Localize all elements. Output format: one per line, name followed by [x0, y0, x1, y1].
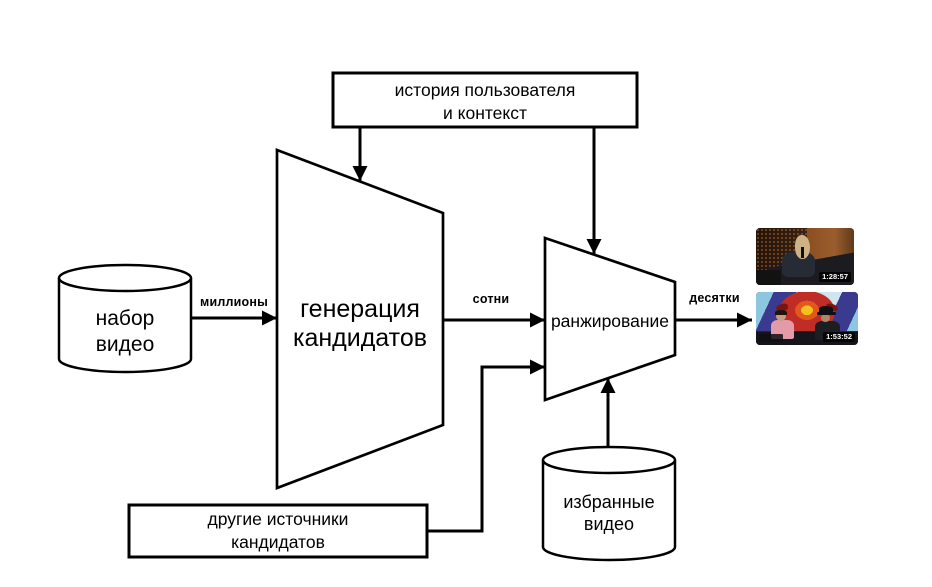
hundreds-edge-label: сотни: [472, 292, 510, 306]
thumbnail-2-hat: [819, 305, 834, 313]
ranking-trapezoid: [543, 236, 677, 402]
thumbnail-1-person-hair: [795, 234, 810, 259]
featured-videos-line2: видео: [583, 514, 635, 534]
other-sources-box-shape: [127, 503, 429, 559]
other-sources-line1: другие источники: [207, 509, 349, 529]
other-sources-label: другие источники кандидатов: [129, 508, 427, 554]
featured-videos-line1: избранные: [563, 492, 655, 512]
video-duration-badge: 1:53:52: [823, 332, 855, 342]
video-corpus-line1: набор: [95, 307, 155, 330]
thumbnail-2-headphones: [775, 310, 788, 316]
candidate-generation-line1: генерация: [300, 295, 420, 323]
other-sources-line2: кандидатов: [231, 532, 325, 552]
featured-videos-label: избранные видео: [543, 491, 675, 535]
video-duration-badge: 1:28:57: [819, 272, 851, 282]
video-corpus-cylinder-body: [57, 278, 193, 374]
history-context-line2: и контекст: [442, 103, 528, 123]
featured-videos-cylinder-body: [541, 460, 677, 562]
thumbnail-2-person-left-torso: [771, 319, 794, 339]
history-context-box-label: история пользователя и контекст: [333, 79, 637, 125]
history-context-box-shape: [331, 71, 639, 129]
tens-edge-label: десятки: [689, 291, 740, 305]
featured-videos-cylinder-top: [541, 445, 677, 475]
thumbnail-1-microphone: [801, 247, 805, 258]
thumbnail-2-person-right-head: [821, 314, 831, 323]
video-thumbnail-2: 1:53:52: [756, 292, 858, 345]
thumbnail-2-hat-brim: [817, 311, 837, 315]
candidate-generation-line2: кандидатов: [292, 324, 428, 352]
arrow-other-sources-to-ranking: [427, 359, 545, 533]
history-context-line1: история пользователя: [394, 80, 576, 100]
thumbnail-2-person-left-head: [776, 311, 787, 322]
thumbnail-1-floor: [756, 270, 782, 285]
millions-edge-label: миллионы: [200, 295, 268, 309]
candidate-generation-trapezoid: [275, 148, 445, 490]
video-corpus-label: набор видео: [59, 306, 191, 358]
video-corpus-line2: видео: [95, 333, 155, 356]
ranking-label: ранжирование: [550, 311, 670, 331]
video-thumbnail-1: 1:28:57: [756, 228, 854, 285]
video-corpus-cylinder-top: [57, 263, 193, 293]
candidate-generation-label: генерация кандидатов: [277, 295, 443, 353]
thumbnail-2-caption-box: [759, 334, 783, 342]
